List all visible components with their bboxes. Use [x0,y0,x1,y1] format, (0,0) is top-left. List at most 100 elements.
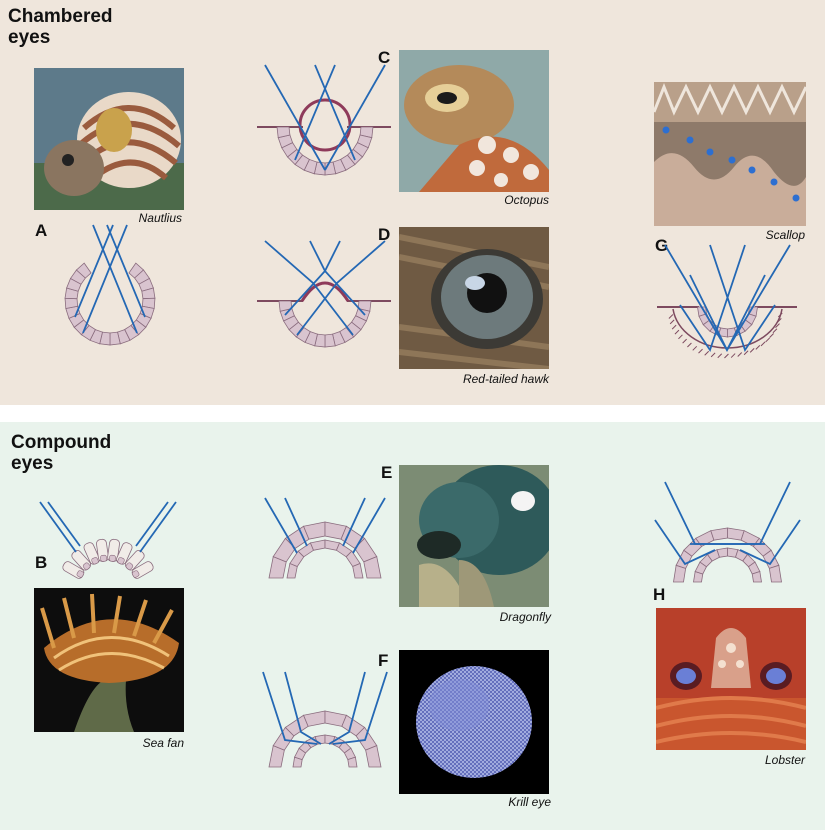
light-ray [284,497,308,547]
diagram-h-reflecting-eye [654,481,801,583]
light-ray [39,501,77,553]
hawk-photo [399,227,549,369]
diagram-b-fan-eye [39,501,177,579]
ommatidium-base [125,562,134,570]
diagram-a-pinhole-eye [64,224,156,346]
light-ray [74,224,114,318]
light-ray [139,501,177,553]
nautilus-photo [34,68,184,210]
mirror-hatch [668,314,674,319]
mirror-hatch [749,348,755,353]
mirror-hatch [678,334,683,340]
light-ray [106,224,146,318]
mirror-hatch [698,348,703,354]
label-f: F [378,651,389,670]
mirror-hatch [769,333,774,338]
light-ray [689,244,791,352]
ommatidium-base [91,557,99,565]
light-ray [324,64,386,171]
lobster-photo [656,608,806,750]
light-ray [264,497,298,554]
caption-sea-fan: Sea fan [142,736,184,750]
mirror-hatch [674,329,680,335]
dragonfly-photo [399,465,549,607]
caption-krill-eye: Krill eye [508,795,551,809]
octopus-photo [399,50,549,192]
mirror-hatch [692,345,698,351]
ommatidium-base [82,562,91,570]
light-ray [323,240,366,316]
diagram-d-cornea-eye [257,240,391,348]
light-ray [284,671,322,745]
light-ray [352,497,386,554]
mirror-hatch [775,323,780,329]
diagram-e-apposition-eye [264,497,386,579]
facet-lens [365,745,382,768]
receptor-cell [309,539,326,551]
label-b: B [35,553,48,572]
light-ray [332,671,388,745]
mirror-hatch [669,319,675,325]
mirror-hatch [724,353,729,359]
mirror-hatch [704,350,710,356]
mirror-surface [672,308,783,349]
facet-lens [363,556,382,579]
mirror-hatch [755,345,761,350]
sea-fan-photo [34,588,184,732]
label-a: A [35,221,48,240]
mirror-hatch [777,312,783,318]
receptor-cell [352,562,364,579]
ommatidium-base [132,570,140,578]
retina-cell [697,306,708,317]
label-h: H [653,585,666,604]
light-ray [654,519,716,566]
mirror-hatch [772,328,778,334]
label-d: D [378,225,391,244]
light-ray [92,224,138,334]
light-ray [709,244,776,353]
light-ray [690,481,791,545]
diagram-f-superposition-eye [262,671,388,768]
mirror-hatch [687,342,692,348]
mirror-hatch [760,341,766,347]
caption-dragonfly: Dragonfly [499,610,551,624]
light-ray [262,671,318,745]
light-ray [47,501,81,547]
label-e: E [381,463,393,482]
caption-lobster: Lobster [764,753,805,767]
facet-lens [710,527,728,541]
label-g: G [655,236,669,255]
label-c: C [378,48,391,67]
diagram-c-lens-eye [257,64,391,176]
scallop-photo [654,82,806,226]
mirror-hatch [737,352,743,357]
ommatidium-base [76,570,84,578]
chambered-eyes-title: Chambered eyes [8,6,113,48]
mirror-hatch [671,324,677,330]
retina-cell [278,300,293,312]
krill-eye-photo [399,650,549,794]
mirror-hatch [730,353,736,358]
receptor-cell [751,570,762,583]
light-ray [82,224,128,334]
chambered-eyes-panel: Chambered eyes Nautlius A C [0,0,825,405]
mirror-hatch [765,337,770,343]
facet-lens [768,564,782,583]
retina-cell [64,297,79,309]
compound-eyes-panel: Compound eyes B Sea fan E [0,422,825,830]
mirror-hatch [717,353,723,359]
receptor-cell [347,756,358,768]
caption-scallop: Scallop [765,228,805,242]
compound-eyes-title: Compound eyes [11,432,112,474]
mirror-hatch [682,338,687,344]
retina-cell [276,126,291,139]
light-ray [679,244,746,353]
light-ray [739,519,801,566]
retina-cell [75,262,92,279]
light-ray [294,64,336,161]
diagram-g-mirror-eye [657,244,797,359]
facet-lens [303,710,326,727]
light-ray [342,497,366,547]
light-ray [314,64,356,161]
caption-hawk: Red-tailed hawk [462,372,549,386]
